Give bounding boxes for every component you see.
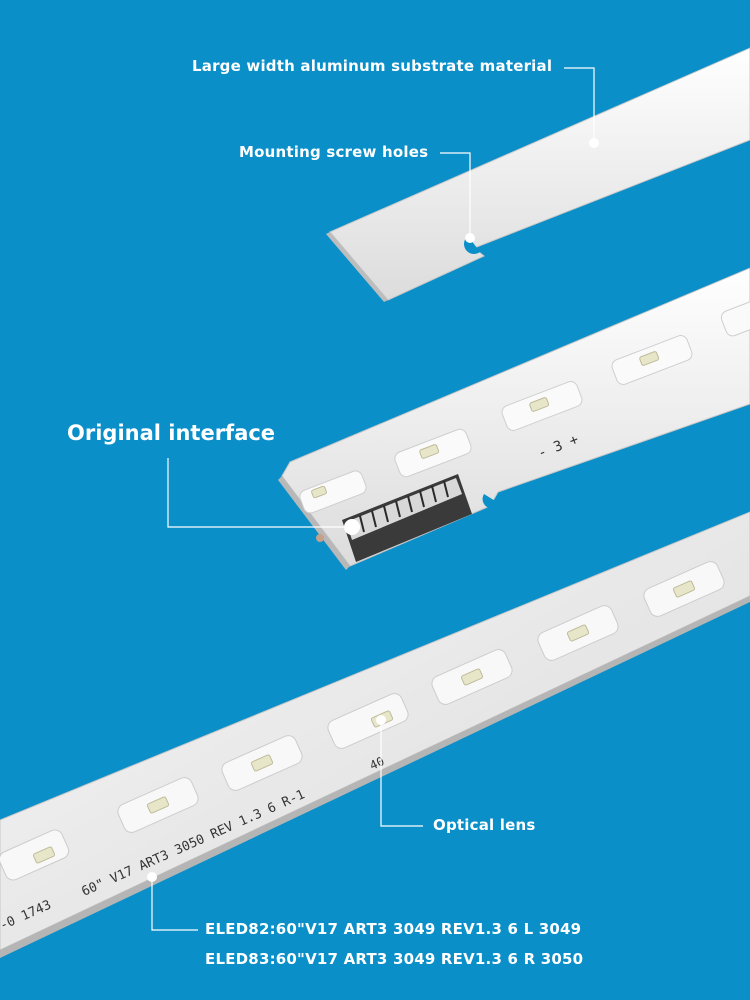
led-pockets-bottom [0,561,725,881]
models-leader [151,877,198,931]
lens-label: Optical lens [433,816,536,834]
models-dot [147,872,157,882]
screw-holes-leader [440,152,471,238]
screw-holes-label: Mounting screw holes [239,143,429,161]
substrate-dot [589,138,599,148]
substrate-label: Large width aluminum substrate material [192,57,553,75]
led-pockets-middle [299,293,750,514]
led-strip-middle: - 3 + [278,267,750,570]
led-strip-bottom: -0 1743 60" V17 ART3 3050 REV 1.3 6 R-1 … [0,511,750,958]
original-interface-connector [316,474,472,562]
screw-hole-notch-2 [482,494,500,509]
leader-dots [147,138,599,882]
lens-dot [376,715,386,725]
substrate-leader [564,67,595,143]
interface-label: Original interface [67,421,276,445]
interface-leader [167,458,352,528]
model-line-1: ELED82:60"V17 ART3 3049 REV1.3 6 L 3049 [205,920,582,938]
screw-holes-dot [465,233,475,243]
interface-dot [344,519,360,535]
aluminum-substrate-strip [326,47,750,302]
lens-leader [380,720,423,827]
model-line-2: ELED83:60"V17 ART3 3049 REV1.3 6 R 3050 [205,950,584,968]
strip-code-right: 40 [368,754,387,773]
leader-lines [151,67,595,931]
